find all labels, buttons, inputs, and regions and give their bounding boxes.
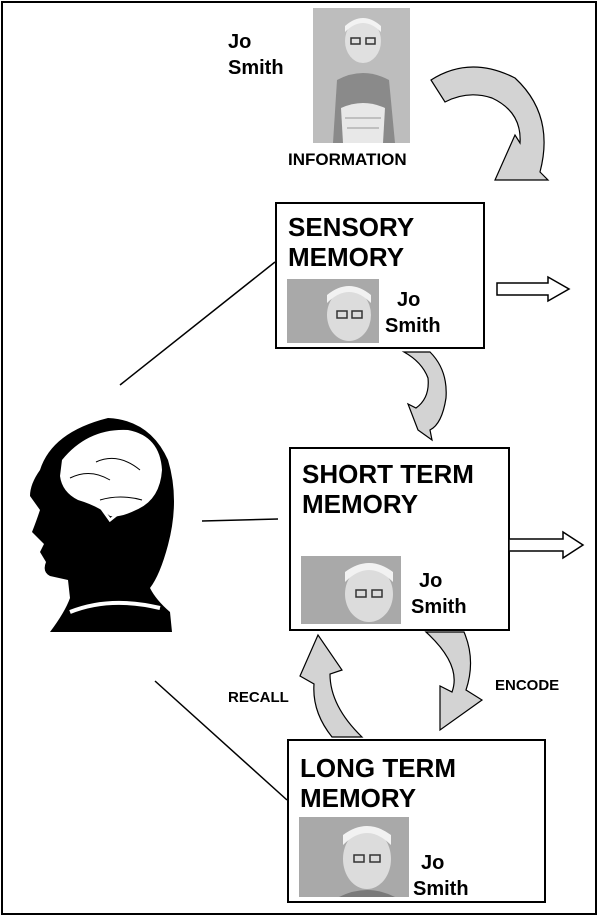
- long-term-name-first: Jo: [421, 852, 445, 874]
- sensory-portrait-photo: [287, 279, 379, 343]
- long-term-name-last: Smith: [413, 878, 469, 900]
- head-to-long-term-line: [154, 680, 288, 801]
- long-term-portrait-photo: [299, 817, 409, 897]
- encode-arrow: [424, 631, 484, 732]
- sensory-name-last: Smith: [385, 315, 441, 337]
- short-term-memory-box: SHORT TERM MEMORY Jo Smith: [289, 447, 510, 631]
- encode-label: ENCODE: [495, 677, 560, 694]
- recall-label: RECALL: [228, 689, 289, 706]
- sensory-memory-box: SENSORY MEMORY Jo Smith: [275, 202, 485, 349]
- portrait-figure: [313, 8, 410, 143]
- short-term-portrait-photo: [301, 556, 401, 624]
- short-term-memory-title: SHORT TERM MEMORY: [302, 459, 474, 519]
- long-term-memory-title: LONG TERM MEMORY: [300, 753, 456, 813]
- short-term-out-arrow: [508, 530, 585, 560]
- sensory-memory-title: SENSORY MEMORY: [288, 212, 415, 272]
- long-term-memory-box: LONG TERM MEMORY Jo Smith: [287, 739, 546, 903]
- short-term-name-first: Jo: [419, 570, 443, 592]
- information-caption: INFORMATION: [288, 150, 407, 169]
- information-to-sensory-arrow: [430, 66, 550, 181]
- portrait-face: [287, 279, 379, 343]
- top-portrait-photo: [313, 8, 410, 143]
- portrait-face: [301, 556, 401, 624]
- recall-arrow: [299, 633, 364, 738]
- head-silhouette: [30, 418, 174, 632]
- top-name-last: Smith: [228, 57, 284, 79]
- top-name-first: Jo: [228, 31, 252, 53]
- sensory-out-arrow: [496, 275, 571, 303]
- head-to-short-term-line: [201, 518, 279, 522]
- short-term-name-last: Smith: [411, 596, 467, 618]
- head-to-sensory-line: [119, 261, 276, 386]
- portrait-face: [299, 817, 409, 897]
- sensory-name-first: Jo: [397, 289, 421, 311]
- sensory-to-short-term-arrow: [401, 351, 447, 442]
